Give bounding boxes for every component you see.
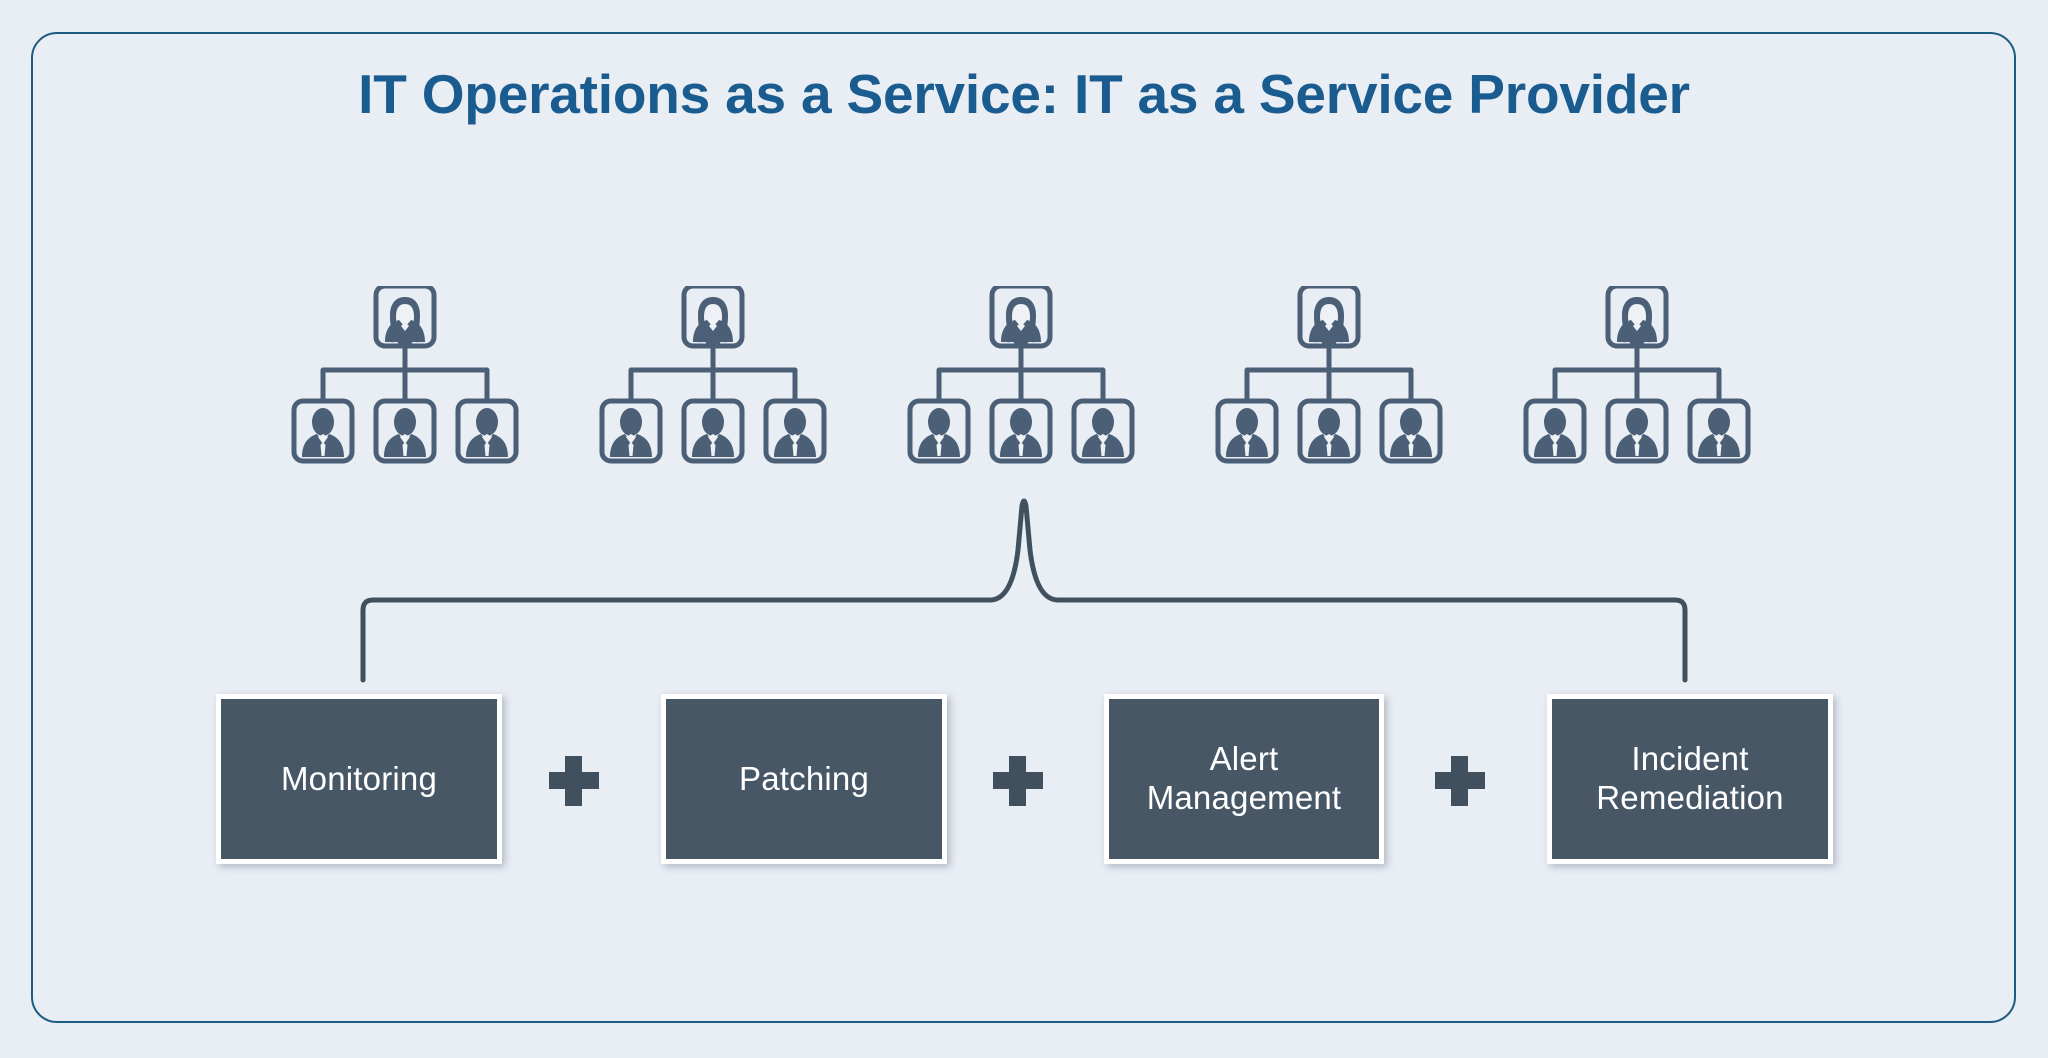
service-box-monitoring[interactable]: Monitoring <box>216 694 502 864</box>
service-box-label: Patching <box>738 759 870 797</box>
service-box-label: Monitoring <box>280 759 438 797</box>
org-chart-icon <box>1523 286 1751 464</box>
service-box-patching[interactable]: Patching <box>661 694 947 864</box>
connector-peak <box>987 498 1061 603</box>
plus-operator-icon <box>1435 756 1485 806</box>
connector-right <box>1055 597 1688 683</box>
org-chart-1 <box>290 286 520 501</box>
connector-bracket <box>360 498 1688 683</box>
plus-operator-icon <box>993 756 1043 806</box>
connector-left <box>360 597 993 683</box>
org-chart-3 <box>906 286 1136 501</box>
plus-operator-icon <box>549 756 599 806</box>
page-title: IT Operations as a Service: IT as a Serv… <box>358 63 1690 125</box>
plus-vertical-bar <box>1451 756 1468 806</box>
org-chart-row <box>0 286 2048 501</box>
org-chart-2 <box>598 286 828 501</box>
plus-vertical-bar <box>565 756 582 806</box>
org-chart-5 <box>1522 286 1752 501</box>
org-chart-icon <box>291 286 519 464</box>
org-chart-4 <box>1214 286 1444 501</box>
org-chart-icon <box>1215 286 1443 464</box>
org-chart-icon <box>907 286 1135 464</box>
plus-vertical-bar <box>1009 756 1026 806</box>
org-chart-icon <box>599 286 827 464</box>
